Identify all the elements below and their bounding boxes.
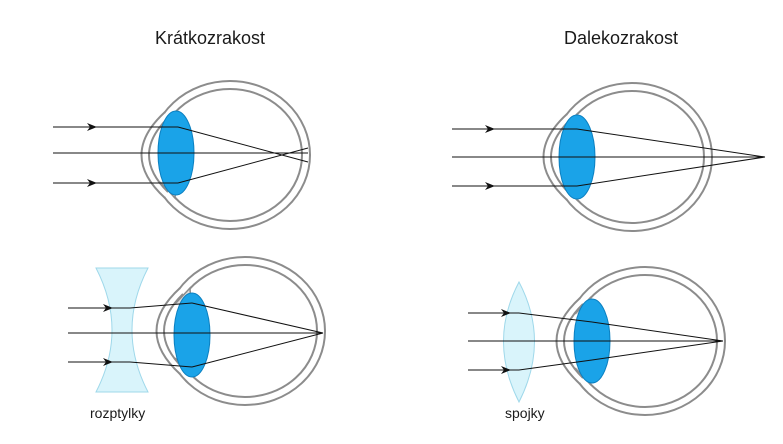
hyperopia-eye-corrected <box>468 266 726 416</box>
cornea <box>140 111 166 199</box>
hyperopia-title: Dalekozrakost <box>564 28 679 48</box>
diverging-lens-caption: rozptylky <box>90 405 146 421</box>
cornea-inner <box>163 293 184 369</box>
myopia-eye-corrected <box>68 256 326 406</box>
hyperopia-eye-uncorrected <box>452 82 766 232</box>
converging-lens-caption: spojky <box>505 405 545 421</box>
light-rays <box>468 309 724 374</box>
converging-lens <box>503 280 535 404</box>
myopia-title: Krátkozrakost <box>155 28 266 48</box>
light-rays <box>452 125 766 190</box>
light-rays <box>68 302 324 368</box>
diverging-lens <box>95 267 149 393</box>
cornea-inner <box>148 117 169 193</box>
myopia-eye-uncorrected <box>53 80 311 230</box>
crystalline-lens <box>173 292 211 378</box>
light-rays <box>53 123 309 187</box>
